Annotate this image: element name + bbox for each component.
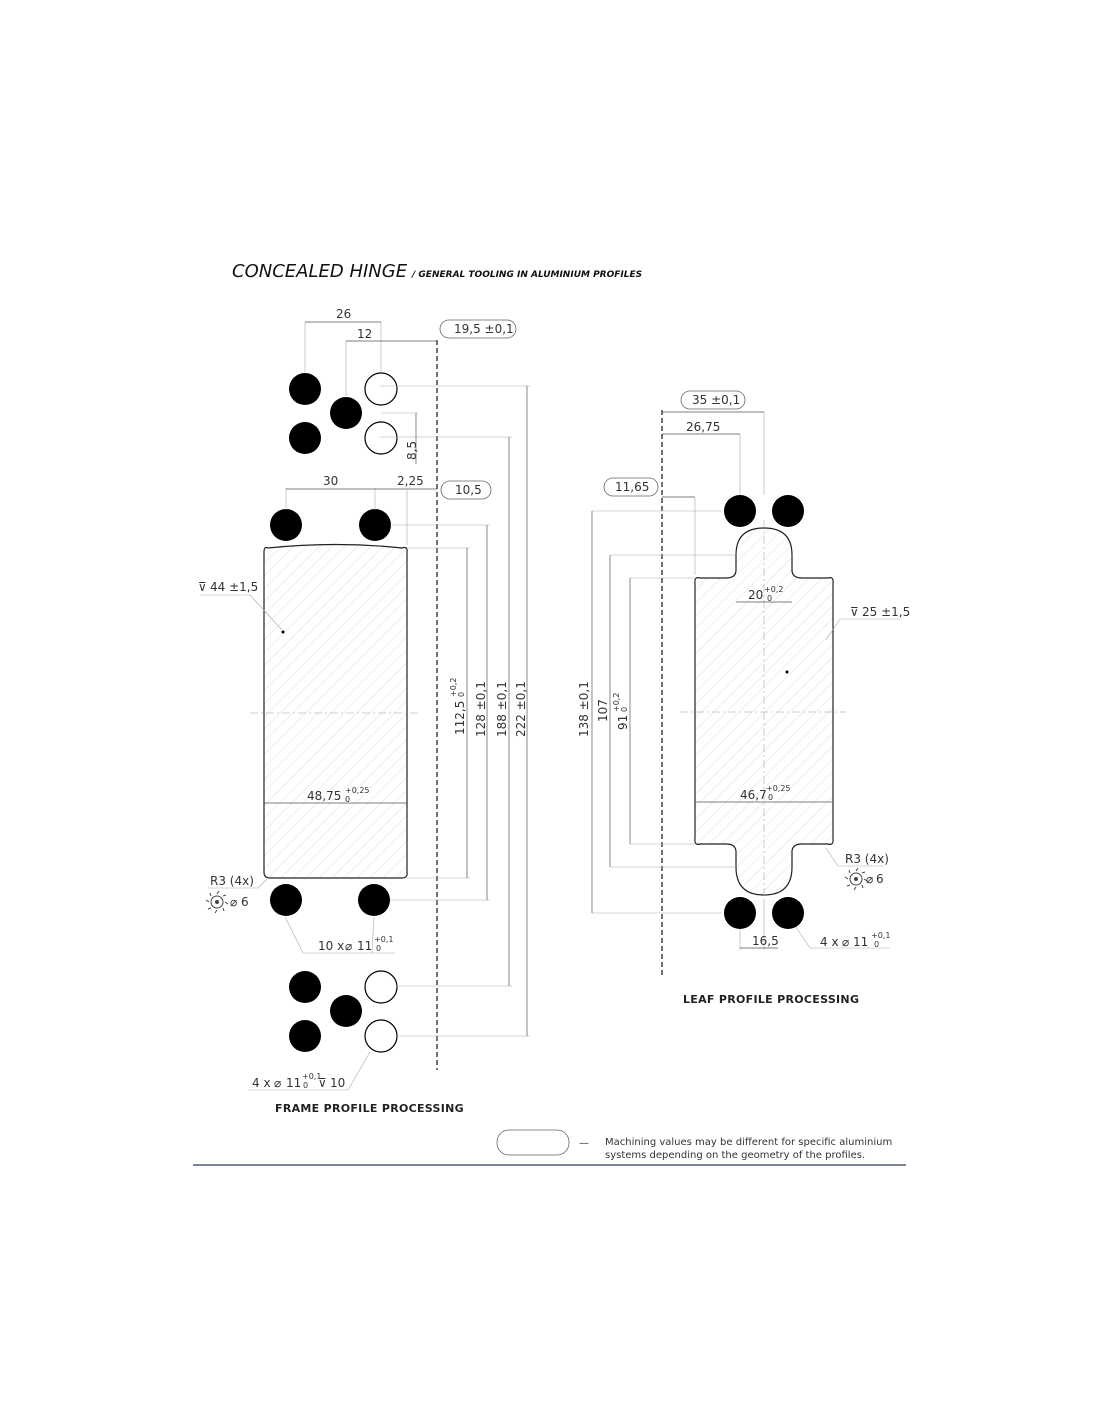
leaf-hole-filled <box>772 897 804 929</box>
leaf-hole-filled <box>724 897 756 929</box>
frame-holes-10x-tol-lower: 0 <box>376 944 381 953</box>
frame-dim-26: 26 <box>336 307 351 321</box>
leaf-holes-4x-diam: 11 <box>853 935 868 949</box>
leaf-dim-35-pill <box>680 390 746 410</box>
frame-holes-4x-diam: 11 <box>286 1076 301 1090</box>
frame-milling-tool-icon <box>205 890 229 914</box>
leaf-dim-91-tol-lower: 0 <box>620 707 629 712</box>
frame-hole-filled <box>270 509 302 541</box>
leaf-dim-35: 35 ±0,1 <box>692 393 740 407</box>
leaf-depth-symbol: ⊽ <box>850 605 859 619</box>
frame-hole-filled <box>330 397 362 429</box>
leaf-holes-4x: 4 x <box>820 935 839 949</box>
leaf-tool-diameter: 6 <box>876 872 884 886</box>
leaf-holes-4x-tol-lower: 0 <box>874 940 879 949</box>
frame-tool-diameter-symbol: ⌀ <box>230 895 237 909</box>
frame-holes-4x-depth: 10 <box>330 1076 345 1090</box>
frame-dim-30: 30 <box>323 474 338 488</box>
frame-holes-10x: 10 x <box>318 939 344 953</box>
frame-dim-19-5: 19,5 ±0,1 <box>454 322 514 336</box>
frame-hole-filled <box>289 971 321 1003</box>
legend-dash: — <box>579 1138 589 1149</box>
frame-holes-10x-tol-upper: +0,1 <box>374 935 393 944</box>
frame-holes-4x-diam-symbol: ⌀ <box>274 1076 281 1090</box>
leaf-dim-20-tol-lower: 0 <box>767 594 772 603</box>
leaf-hole-filled <box>772 495 804 527</box>
page-title: CONCEALED HINGE <box>232 261 408 282</box>
frame-dim-10-5: 10,5 <box>455 483 482 497</box>
frame-center-point <box>281 630 285 634</box>
leaf-dim-26-75: 26,75 <box>686 420 720 434</box>
leaf-width-46-7-tol-lower: 0 <box>768 793 773 802</box>
frame-hole-open <box>364 421 398 455</box>
leaf-center-point <box>785 670 789 674</box>
leaf-caption: LEAF PROFILE PROCESSING <box>683 993 859 1006</box>
frame-tool-diameter: 6 <box>241 895 249 909</box>
frame-holes-4x-tol-upper: +0,1 <box>302 1072 321 1081</box>
frame-hole-filled <box>330 995 362 1027</box>
leaf-dim-107: 107 <box>596 699 610 722</box>
legend: — Machining values may be different for … <box>193 1129 906 1166</box>
leaf-holes-4x-tol-upper: +0,1 <box>871 931 890 940</box>
frame-hole-filled <box>359 509 391 541</box>
frame-hole-filled <box>289 373 321 405</box>
legend-pill <box>496 1129 570 1156</box>
leaf-dim-11-65-pill <box>603 477 659 497</box>
leaf-dim-20-tol-upper: +0,2 <box>764 585 783 594</box>
frame-dim-222: 222 ±0,1 <box>514 681 528 737</box>
frame-caption: FRAME PROFILE PROCESSING <box>275 1102 464 1115</box>
frame-profile-outline <box>263 543 408 879</box>
leaf-width-46-7: 46,7 <box>740 788 767 802</box>
frame-depth-44: 44 ±1,5 <box>210 580 258 594</box>
frame-dim-19-5-pill <box>439 319 517 339</box>
leaf-dim-16-5: 16,5 <box>752 934 779 948</box>
frame-dim-188: 188 ±0,1 <box>495 681 509 737</box>
page-subtitle: / GENERAL TOOLING IN ALUMINIUM PROFILES <box>411 270 642 280</box>
leaf-radius-label: R3 (4x) <box>845 852 889 866</box>
frame-holes-4x-depth-symbol: ⊽ <box>318 1076 327 1090</box>
frame-hole-filled <box>358 884 390 916</box>
leaf-profile-outline <box>694 527 834 896</box>
frame-width-48-75: 48,75 <box>307 789 341 803</box>
leaf-milling-tool-icon <box>844 867 868 891</box>
frame-hole-filled <box>289 422 321 454</box>
leaf-hole-filled <box>724 495 756 527</box>
frame-holes-4x-tol-lower: 0 <box>303 1081 308 1090</box>
leaf-width-46-7-tol-upper: +0,25 <box>766 784 791 793</box>
frame-dim-112-5: 112,5 <box>453 701 467 735</box>
frame-dim-12: 12 <box>357 327 372 341</box>
legend-note-line-2: systems depending on the geometry of the… <box>605 1150 865 1161</box>
frame-hole-open <box>364 1019 398 1053</box>
frame-depth-symbol: ⊽ <box>198 580 207 594</box>
frame-hole-filled <box>270 884 302 916</box>
leaf-dim-11-65: 11,65 <box>615 480 649 494</box>
frame-dim-2-25: 2,25 <box>397 474 424 488</box>
frame-profile-drawing: 26 12 19,5 ±0,1 8,5 30 2,25 10,5 112,5 +… <box>198 307 530 1115</box>
leaf-dim-91: 91 <box>616 715 630 730</box>
leaf-dim-20: 20 <box>748 588 763 602</box>
frame-radius-label: R3 (4x) <box>210 874 254 888</box>
frame-holes-4x: 4 x <box>252 1076 271 1090</box>
frame-hole-open <box>364 372 398 406</box>
leaf-profile-drawing: 35 ±0,1 26,75 11,65 20 +0,2 0 138 ±0,1 1… <box>577 390 910 1006</box>
frame-dim-128: 128 ±0,1 <box>474 681 488 737</box>
frame-dim-8-5: 8,5 <box>405 441 419 460</box>
frame-dim-112-5-tol-lower: 0 <box>457 692 466 697</box>
leaf-depth-25: 25 ±1,5 <box>862 605 910 619</box>
leaf-dim-138: 138 ±0,1 <box>577 681 591 737</box>
leaf-tool-diameter-symbol: ⌀ <box>866 872 873 886</box>
frame-hole-filled <box>289 1020 321 1052</box>
frame-width-48-75-tol-lower: 0 <box>345 795 350 804</box>
frame-holes-10x-diam-symbol: ⌀ <box>345 939 352 953</box>
frame-holes-10x-diam: 11 <box>357 939 372 953</box>
leaf-holes-4x-diam-symbol: ⌀ <box>842 935 849 949</box>
frame-hole-open <box>364 970 398 1004</box>
frame-dim-112-5-tol-upper: +0,2 <box>449 678 458 697</box>
leaf-dim-91-tol-upper: +0,2 <box>612 693 621 712</box>
frame-width-48-75-tol-upper: +0,25 <box>345 786 370 795</box>
legend-note-line-1: Machining values may be different for sp… <box>605 1137 892 1148</box>
frame-dim-10-5-pill <box>440 480 492 500</box>
